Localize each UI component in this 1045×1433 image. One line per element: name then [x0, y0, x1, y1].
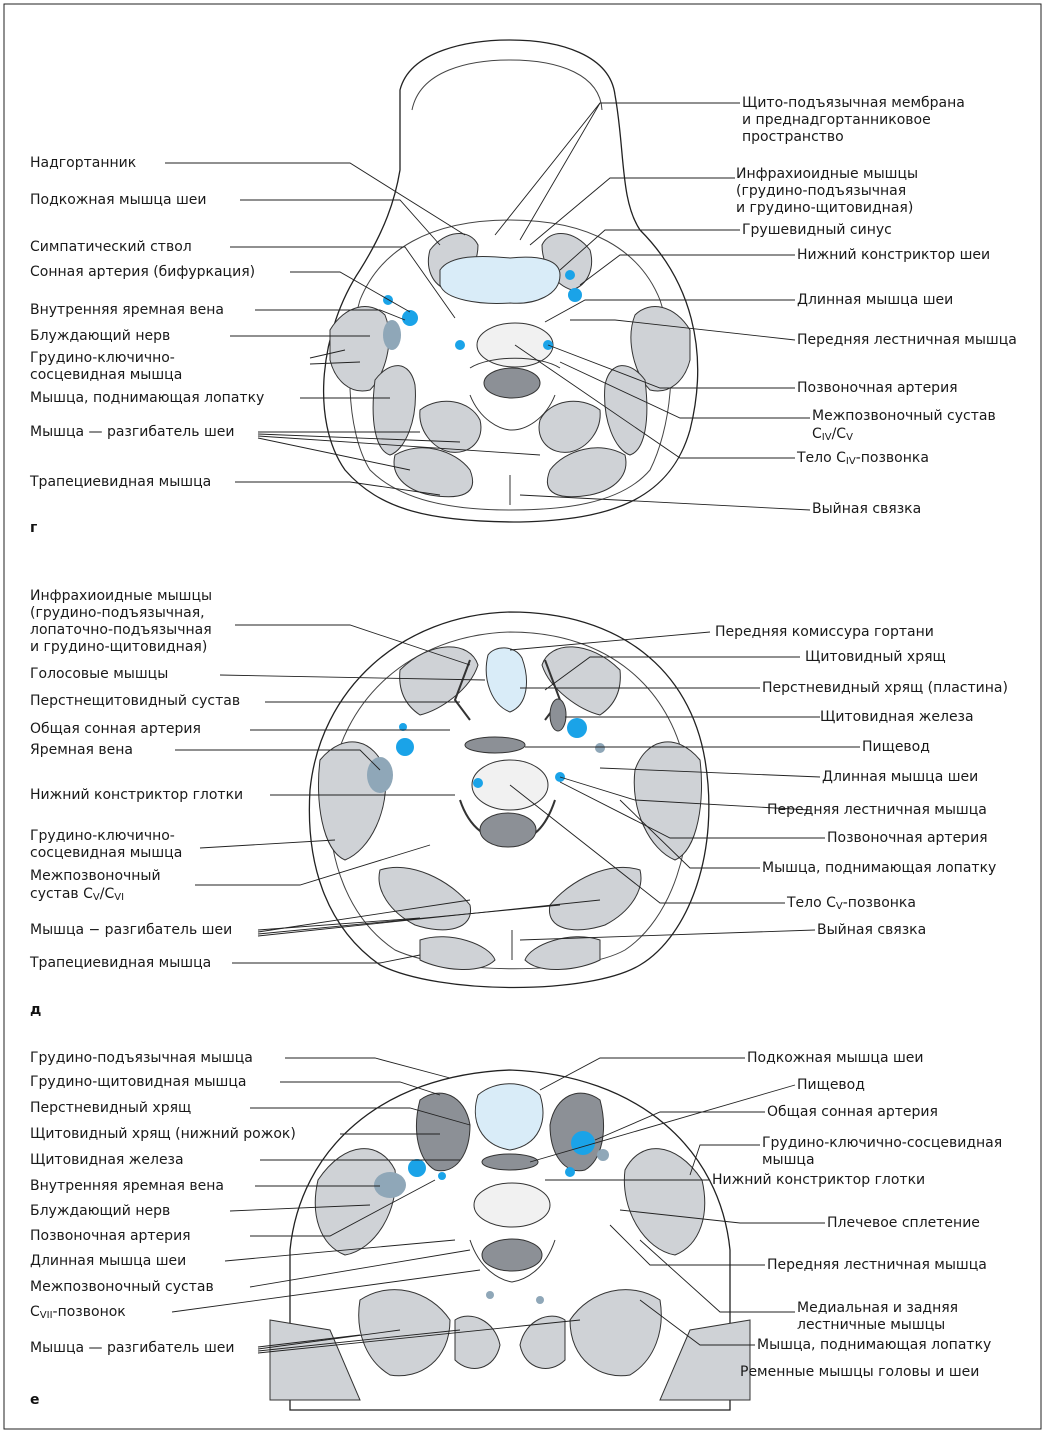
label-levator-scapulae-d: Мышца, поднимающая лопатку — [762, 860, 996, 877]
label-cricothyroid-joint: Перстнещитовидный сустав — [30, 693, 240, 710]
label-anterior-scalene: Передняя лестничная мышца — [797, 332, 1017, 349]
panel-letter-d: д — [30, 1002, 41, 1018]
label-anterior-scalene-d: Передняя лестничная мышца — [767, 802, 987, 819]
label-extensor: Мышца — разгибатель шеи — [30, 424, 234, 441]
label-internal-jugular-e: Внутренняя яремная вена — [30, 1178, 224, 1195]
label-vertebral-body-c5: Тело CV-позвонка — [787, 895, 916, 915]
label-inferior-pharyngeal-constrictor-e: Нижний констриктор глотки — [712, 1172, 925, 1189]
label-extensor-e: Мышца — разгибатель шеи — [30, 1340, 234, 1357]
label-intervertebral-joint: Межпозвоночный сустав — [812, 408, 996, 425]
label-thyroid-cartilage-d: Щитовидный хрящ — [805, 649, 946, 666]
label-common-carotid-d: Общая сонная артерия — [30, 721, 201, 738]
label-carotid-bifurcation: Сонная артерия (бифуркация) — [30, 264, 255, 281]
label-infrahyoid: Инфрахиоидные мышцы (грудино-подъязычная… — [736, 166, 918, 217]
label-jugular-vein-d: Яремная вена — [30, 742, 133, 759]
label-vagus: Блуждающий нерв — [30, 328, 170, 345]
label-platysma: Подкожная мышца шеи — [30, 192, 207, 209]
label-longus-colli: Длинная мышца шеи — [797, 292, 953, 309]
label-vocal-muscles: Голосовые мышцы — [30, 666, 168, 683]
label-intervertebral-d: Межпозвоночный — [30, 868, 161, 885]
label-esophagus-e: Пищевод — [797, 1077, 865, 1094]
label-scm: Грудино-ключично- сосцевидная мышца — [30, 350, 182, 384]
panel-d-cross-section — [309, 612, 709, 988]
label-platysma-e: Подкожная мышца шеи — [747, 1050, 924, 1067]
label-c7-vertebra: CVII-позвонок — [30, 1304, 126, 1324]
label-vertebral-artery: Позвоночная артерия — [797, 380, 958, 397]
label-longus-colli-d: Длинная мышца шеи — [822, 769, 978, 786]
label-common-carotid-e: Общая сонная артерия — [767, 1104, 938, 1121]
label-vagus-e: Блуждающий нерв — [30, 1203, 170, 1220]
panel-g-cross-section — [324, 40, 698, 522]
label-levator-scapulae: Мышца, поднимающая лопатку — [30, 390, 264, 407]
label-joint-c5-c6: сустав CV/CVI — [30, 886, 124, 906]
panel-e-cross-section — [270, 1070, 750, 1410]
label-inferior-constrictor: Нижний констриктор шеи — [797, 247, 990, 264]
label-sympathetic-trunk: Симпатический ствол — [30, 239, 192, 256]
label-esophagus-d: Пищевод — [862, 739, 930, 756]
label-inferior-pharyngeal-constrictor-d: Нижний констриктор глотки — [30, 787, 243, 804]
label-middle-posterior-scalene: Медиальная и задняя лестничные мышцы — [797, 1300, 958, 1334]
label-longus-colli-e: Длинная мышца шеи — [30, 1253, 186, 1270]
label-scm-d: Грудино-ключично- сосцевидная мышца — [30, 828, 182, 862]
label-trapezius-d: Трапециевидная мышца — [30, 955, 211, 972]
label-extensor-d: Мышца − разгибатель шеи — [30, 922, 232, 939]
label-vertebral-artery-d: Позвоночная артерия — [827, 830, 988, 847]
label-nuchal-ligament: Выйная связка — [812, 501, 921, 518]
label-pyriform-sinus: Грушевидный синус — [742, 222, 892, 239]
label-thyroid-inferior-horn: Щитовидный хрящ (нижний рожок) — [30, 1126, 296, 1143]
label-anterior-scalene-e: Передняя лестничная мышца — [767, 1257, 987, 1274]
label-internal-jugular: Внутренняя яремная вена — [30, 302, 224, 319]
panel-g-leaders — [165, 103, 810, 510]
label-thyroid-gland-d: Щитовидная железа — [820, 709, 974, 726]
label-scm-e: Грудино-ключично-сосцевидная мышца — [762, 1135, 1002, 1169]
label-sternohyoid: Грудино-подъязычная мышца — [30, 1050, 253, 1067]
label-sternothyroid: Грудино-щитовидная мышца — [30, 1074, 246, 1091]
label-nuchal-ligament-d: Выйная связка — [817, 922, 926, 939]
label-joint-levels: CIV/CV — [812, 426, 853, 446]
panel-letter-g: г — [30, 520, 37, 536]
label-brachial-plexus: Плечевое сплетение — [827, 1215, 980, 1232]
label-nadgortannik: Надгортанник — [30, 155, 136, 172]
label-cricoid-cartilage: Перстневидный хрящ — [30, 1100, 191, 1117]
label-thyrohyoid-membrane: Щито-подъязычная мембрана и преднадгорта… — [742, 95, 965, 146]
label-levator-scapulae-e: Мышца, поднимающая лопатку — [757, 1337, 991, 1354]
label-splenius: Ременные мышцы головы и шеи — [740, 1364, 979, 1381]
panel-letter-e: е — [30, 1392, 40, 1408]
label-infrahyoid-d: Инфрахиоидные мышцы (грудино-подъязычная… — [30, 588, 212, 656]
label-vertebral-artery-e: Позвоночная артерия — [30, 1228, 191, 1245]
label-thyroid-gland-e: Щитовидная железа — [30, 1152, 184, 1169]
label-trapezius: Трапециевидная мышца — [30, 474, 211, 491]
label-anterior-commissure: Передняя комиссура гортани — [715, 624, 934, 641]
label-cricoid-lamina: Перстневидный хрящ (пластина) — [762, 680, 1008, 697]
label-vertebral-body-c4: Тело CIV-позвонка — [797, 450, 929, 470]
label-intervertebral-e: Межпозвоночный сустав — [30, 1279, 214, 1296]
